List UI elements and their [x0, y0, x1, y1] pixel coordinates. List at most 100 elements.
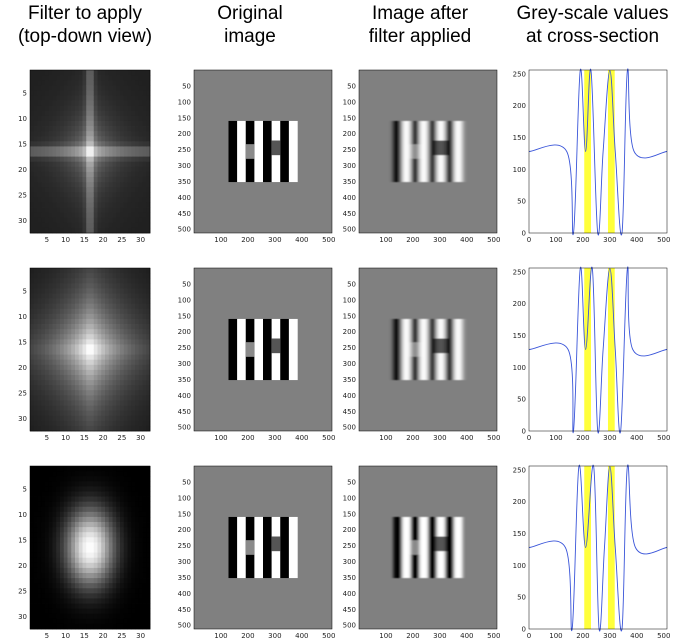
- image-y-tick: 500: [343, 226, 356, 234]
- profile-x-tick: 0: [527, 632, 531, 640]
- image-y-tick: 400: [178, 392, 191, 400]
- image-y-tick: 500: [178, 226, 191, 234]
- profile-x-tick: 400: [630, 632, 643, 640]
- profile-x-tick: 500: [657, 236, 670, 244]
- image-y-tick: 50: [182, 478, 191, 486]
- profile-y-tick: 250: [513, 70, 526, 78]
- image-y-tick: 150: [178, 114, 191, 122]
- image-y-tick: 400: [343, 392, 356, 400]
- highlight-band: [607, 268, 615, 431]
- profile-x-tick: 200: [576, 236, 589, 244]
- filter-y-tick: 15: [18, 536, 27, 544]
- filter-y-tick: 20: [18, 364, 27, 372]
- image-y-tick: 200: [343, 328, 356, 336]
- image-y-tick: 400: [343, 194, 356, 202]
- image-x-tick: 100: [214, 434, 227, 442]
- profile-series-line: [528, 68, 668, 236]
- header-filter-line1: Filter to apply: [27, 3, 143, 24]
- filter-x-tick: 20: [99, 632, 108, 640]
- image-y-tick: 50: [182, 280, 191, 288]
- image-y-tick: 200: [178, 526, 191, 534]
- image-y-tick: 350: [178, 376, 191, 384]
- filter-x-tick: 10: [61, 236, 70, 244]
- image-x-tick: 100: [379, 434, 392, 442]
- filter-x-tick: 15: [80, 632, 89, 640]
- profile-x-tick: 300: [603, 236, 616, 244]
- image-y-tick: 350: [178, 178, 191, 186]
- image-y-tick: 450: [178, 210, 191, 218]
- image-x-tick: 400: [295, 434, 308, 442]
- image-x-tick: 100: [379, 236, 392, 244]
- filter-x-tick: 15: [80, 236, 89, 244]
- image-y-tick: 350: [343, 574, 356, 582]
- filter-x-tick: 20: [99, 434, 108, 442]
- filter-y-tick: 25: [18, 191, 27, 199]
- filter-x-tick: 25: [117, 632, 126, 640]
- image-x-tick: 200: [241, 236, 254, 244]
- filter-x-tick: 30: [136, 434, 145, 442]
- image-y-tick: 200: [343, 130, 356, 138]
- profile-y-tick: 250: [513, 466, 526, 474]
- profile-y-tick: 100: [513, 166, 526, 174]
- image-y-tick: 350: [343, 376, 356, 384]
- image-y-tick: 100: [343, 494, 356, 502]
- filter-x-tick: 15: [80, 434, 89, 442]
- filter-y-tick: 5: [23, 485, 27, 493]
- image-y-tick: 400: [178, 590, 191, 598]
- image-y-tick: 500: [178, 424, 191, 432]
- profile-x-tick: 300: [603, 434, 616, 442]
- image-x-tick: 200: [241, 632, 254, 640]
- highlight-band: [584, 70, 591, 233]
- header-original-line2: image: [224, 26, 276, 47]
- profile-y-tick: 0: [522, 230, 526, 238]
- profile-x-tick: 400: [630, 434, 643, 442]
- header-original: Original image: [175, 2, 325, 48]
- filter-y-tick: 15: [18, 338, 27, 346]
- profile-x-tick: 200: [576, 434, 589, 442]
- image-x-tick: 300: [433, 632, 446, 640]
- image-x-tick: 500: [487, 434, 500, 442]
- filter-x-tick: 20: [99, 236, 108, 244]
- filter-y-tick: 25: [18, 389, 27, 397]
- image-y-tick: 250: [343, 146, 356, 154]
- image-x-tick: 400: [460, 632, 473, 640]
- profile-y-tick: 100: [513, 562, 526, 570]
- filter-y-tick: 20: [18, 166, 27, 174]
- image-y-tick: 200: [178, 130, 191, 138]
- image-y-tick: 100: [178, 296, 191, 304]
- image-x-tick: 400: [460, 236, 473, 244]
- image-x-tick: 200: [241, 434, 254, 442]
- image-x-tick: 200: [406, 236, 419, 244]
- filter-y-tick: 25: [18, 587, 27, 595]
- image-y-tick: 100: [178, 98, 191, 106]
- highlight-band: [607, 70, 615, 233]
- header-greyscale-line1: Grey-scale values: [516, 3, 669, 24]
- profile-y-tick: 150: [513, 332, 526, 340]
- image-y-tick: 300: [178, 360, 191, 368]
- header-original-line1: Original: [217, 3, 283, 24]
- filter-x-tick: 10: [61, 632, 70, 640]
- image-x-tick: 300: [268, 632, 281, 640]
- filter-x-tick: 5: [45, 632, 49, 640]
- image-y-tick: 400: [343, 590, 356, 598]
- profile-x-tick: 100: [549, 632, 562, 640]
- profile-y-tick: 50: [517, 396, 526, 404]
- image-y-tick: 450: [343, 606, 356, 614]
- profile-y-tick: 50: [517, 594, 526, 602]
- profile-x-tick: 0: [527, 434, 531, 442]
- filter-x-tick: 30: [136, 236, 145, 244]
- image-y-tick: 300: [178, 162, 191, 170]
- header-greyscale: Grey-scale values at cross-section: [505, 2, 680, 48]
- profile-y-tick: 150: [513, 134, 526, 142]
- image-y-tick: 150: [343, 114, 356, 122]
- profile-x-tick: 0: [527, 236, 531, 244]
- profile-x-tick: 200: [576, 632, 589, 640]
- image-y-tick: 200: [343, 526, 356, 534]
- profile-x-tick: 400: [630, 236, 643, 244]
- profile-x-tick: 100: [549, 236, 562, 244]
- image-y-tick: 300: [343, 360, 356, 368]
